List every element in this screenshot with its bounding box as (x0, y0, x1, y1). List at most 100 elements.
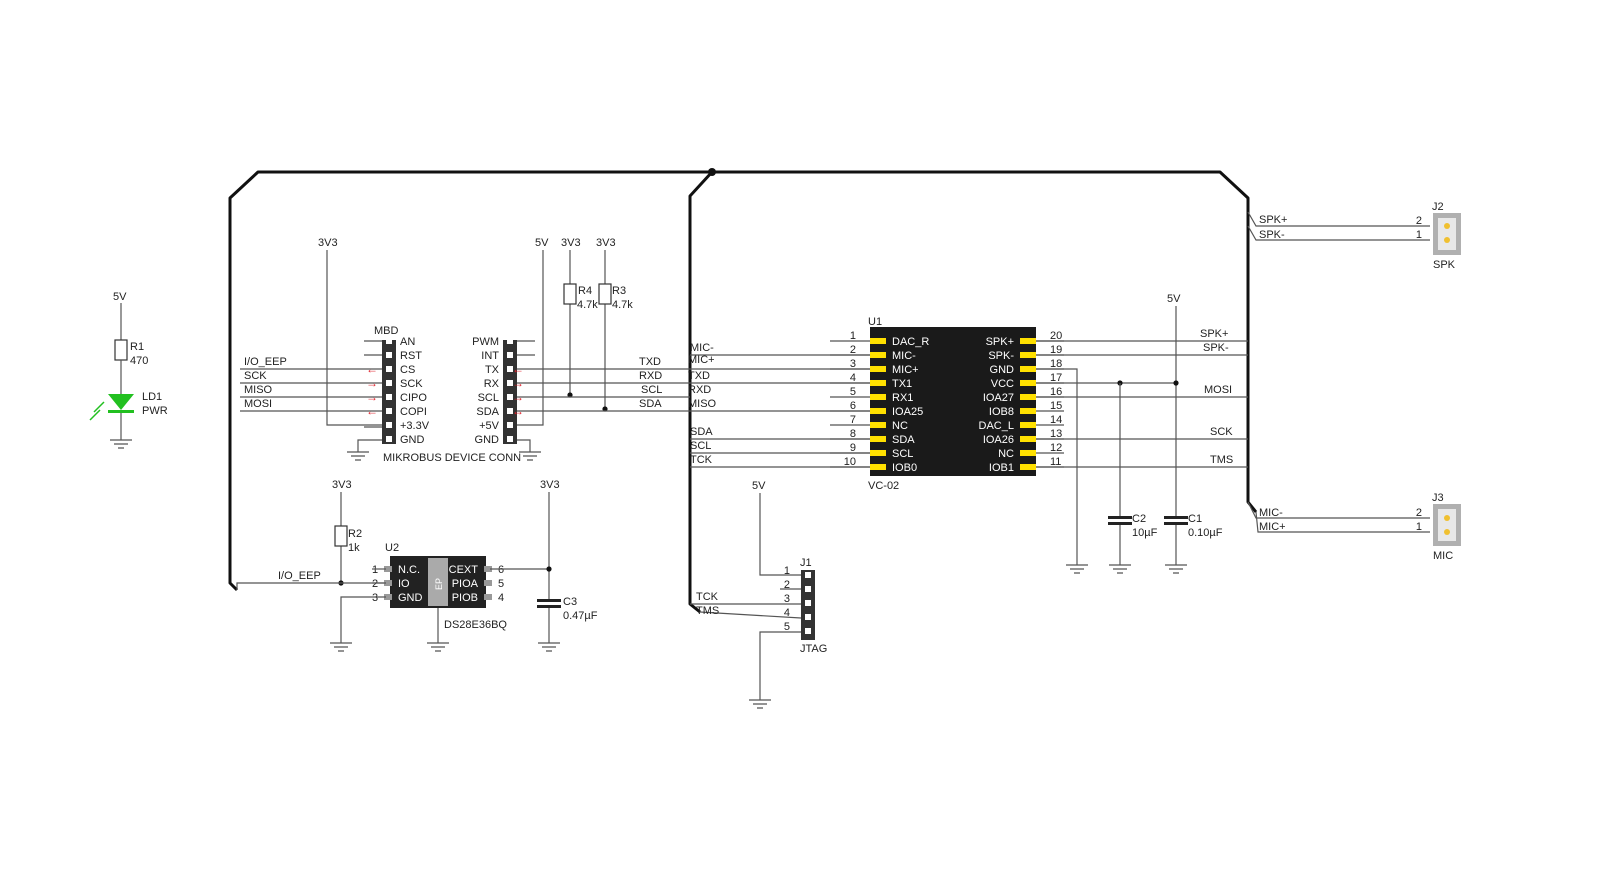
mbd-right-pin-label: TX (485, 364, 500, 376)
u1-right-pin-num: 19 (1050, 344, 1062, 356)
mbd-right-pin (507, 366, 513, 372)
mbd-right-pin (507, 394, 513, 400)
net-io-eep-left: I/O_EEP (244, 356, 287, 368)
mbd-right-pin-label: +5V (479, 420, 500, 432)
j1-pin (805, 600, 811, 606)
u2-right-pin (484, 580, 492, 586)
u1-right-pin (1020, 464, 1036, 470)
u1-left-pin-num: 1 (850, 330, 856, 342)
net-sck-left: SCK (244, 370, 267, 382)
net-label-5v: 5V (113, 291, 127, 303)
net-miso-u1: MISO (688, 398, 717, 410)
mbd-left-pin (386, 422, 392, 428)
mbd-left-pin (386, 436, 392, 442)
u1-left-pin (870, 450, 886, 456)
j3-pin-num: 1 (1416, 521, 1422, 533)
net-mic-p-u1: MIC+ (688, 354, 715, 366)
u2-ref: U2 (385, 542, 399, 554)
resistor-r1-value: 470 (130, 355, 148, 367)
net-mosi-u1: MOSI (1204, 384, 1232, 396)
j1-pin (805, 628, 811, 634)
u1-right-pin-name: IOB8 (989, 406, 1014, 418)
u1-right-pin-num: 18 (1050, 358, 1062, 370)
j1-pin-num: 1 (784, 565, 790, 577)
u1-body (870, 327, 1036, 476)
u2-right-pin-name: CEXT (449, 564, 479, 576)
u2-part: DS28E36BQ (444, 619, 507, 631)
u1-left-pin-num: 9 (850, 442, 856, 454)
resistor-r2-value: 1k (348, 542, 360, 554)
resistor-r3-value: 4.7k (612, 299, 633, 311)
u1-left-pin-num: 3 (850, 358, 856, 370)
u2-left-pin-name: GND (398, 592, 423, 604)
u1-left-pin (870, 352, 886, 358)
mbd-title: MIKROBUS DEVICE CONN (383, 452, 521, 464)
resistor-r2-ref: R2 (348, 528, 362, 540)
mbd-right-pin-label: SDA (476, 406, 499, 418)
mbd-ref: MBD (374, 325, 399, 337)
net-label-3v3-r3: 3V3 (596, 237, 616, 249)
mbd-left-pin (386, 380, 392, 386)
u1-right-pin-num: 14 (1050, 414, 1062, 426)
mbd-left-pin (386, 366, 392, 372)
mbd-left-pin (386, 352, 392, 358)
resistor-r4-value: 4.7k (577, 299, 598, 311)
u1-right-pin (1020, 422, 1036, 428)
resistor-r4-ref: R4 (578, 285, 592, 297)
capacitor-c2 (1108, 516, 1132, 519)
net-tms-j1: TMS (696, 605, 719, 617)
j1-pin-num: 5 (784, 621, 790, 633)
u1-left-pin-name: SDA (892, 434, 915, 446)
u1-left-pin-name: TX1 (892, 378, 912, 390)
resistor-r3-ref: R3 (612, 285, 626, 297)
u2-left-pin-num: 2 (372, 578, 378, 590)
net-tck-u1: TCK (690, 454, 713, 466)
net-tms-u1: TMS (1210, 454, 1233, 466)
net-txd-mbd: TXD (639, 356, 661, 368)
mbd-left-pin-label: AN (400, 336, 415, 348)
u1-right-pin (1020, 436, 1036, 442)
mbd-left-header (382, 340, 396, 444)
net-label-3v3-r4: 3V3 (561, 237, 581, 249)
capacitor-c1-ref: C1 (1188, 513, 1202, 525)
u2-right-pin-num: 4 (498, 592, 504, 604)
resistor-r4 (563, 283, 577, 305)
mbd-right-pin-label: GND (475, 434, 500, 446)
net-mic-p-j3: MIC+ (1259, 521, 1286, 533)
net-sck-u1: SCK (1210, 426, 1233, 438)
u2-left-pin (384, 580, 392, 586)
signal-bus (228, 168, 1258, 614)
j1-pin-num: 3 (784, 593, 790, 605)
mbd-left-pin (386, 394, 392, 400)
net-spk-m-u1: SPK- (1203, 342, 1229, 354)
u1-right-pin (1020, 450, 1036, 456)
j3-ref: J3 (1432, 492, 1444, 504)
u2-left-pin-num: 3 (372, 592, 378, 604)
u1-right-pin (1020, 366, 1036, 372)
u2-left-pin (384, 594, 392, 600)
mbd-left-pin-label: COPI (400, 406, 427, 418)
u1-left-pin-name: IOB0 (892, 462, 917, 474)
u2-right-pin-num: 5 (498, 578, 504, 590)
u1-right-pin (1020, 394, 1036, 400)
power-led-section: 5V R1 470 LD1 PWR (89, 291, 168, 449)
net-spk-m-j2: SPK- (1259, 229, 1285, 241)
u2-left-pin (384, 566, 392, 572)
j1-ref: J1 (800, 557, 812, 569)
u1-left-pin-num: 7 (850, 414, 856, 426)
u1-right-pin-num: 20 (1050, 330, 1062, 342)
u1-left-pin-name: NC (892, 420, 908, 432)
mbd-right-pin-label: INT (481, 350, 499, 362)
u1-right-pin (1020, 352, 1036, 358)
u1-left-pin-num: 5 (850, 386, 856, 398)
capacitor-c3-ref: C3 (563, 596, 577, 608)
j2-name: SPK (1433, 259, 1456, 271)
u1-right-pin (1020, 338, 1036, 344)
mbd-left-pin (386, 338, 392, 344)
u1-left-pin-num: 4 (850, 372, 856, 384)
